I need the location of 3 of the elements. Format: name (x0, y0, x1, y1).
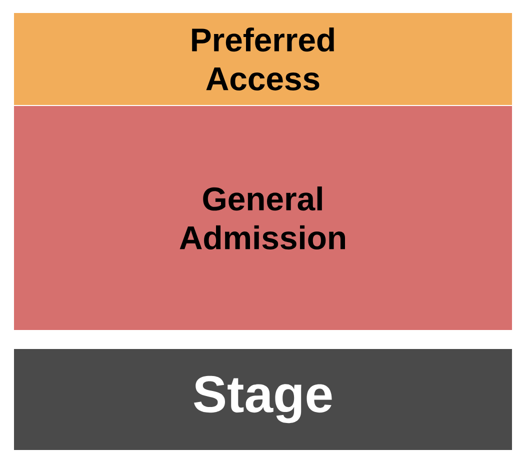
seating-section: Preferred Access (14, 13, 512, 105)
seating-section: General Admission (14, 106, 512, 330)
stage-area: Stage (14, 348, 512, 450)
